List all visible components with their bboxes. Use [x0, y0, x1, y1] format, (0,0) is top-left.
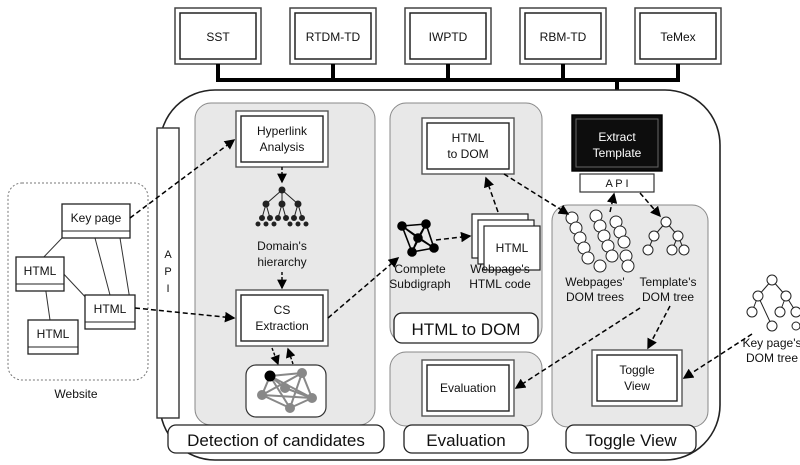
arrow-trees-to-extract-api	[606, 192, 618, 213]
algorithm-box-rtdm-td: RTDM-TD	[289, 7, 377, 65]
html-page-box: HTML	[27, 319, 79, 355]
html-page-box: HTML	[84, 294, 136, 330]
templates-dom-tree-label: Template's	[640, 275, 697, 289]
extract-template-api-label: A P I	[605, 178, 628, 190]
html-to-dom-box: HTML to DOM	[421, 117, 515, 175]
html-page-label: HTML	[37, 327, 70, 341]
algorithm-label: TeMex	[660, 30, 695, 44]
arrow-keypage-to-hyperlink	[129, 139, 236, 219]
html-to-dom-box-label: to DOM	[447, 147, 488, 161]
algorithm-box-sst: SST	[174, 7, 262, 65]
algorithm-label: RTDM-TD	[306, 30, 361, 44]
key-page-label: Key page	[71, 211, 122, 225]
html-to-dom-box-label: HTML	[452, 131, 485, 145]
key-page-dom-tree-label: Key page's	[743, 336, 800, 350]
api-vertical-bar	[156, 127, 180, 419]
cs-extraction-label: Extraction	[255, 319, 308, 333]
detection-title-box	[167, 424, 385, 454]
html-page-label: HTML	[24, 264, 57, 278]
algorithm-bus	[216, 64, 680, 106]
evaluation-title: Evaluation	[426, 431, 505, 450]
detection-title: Detection of candidates	[187, 431, 365, 450]
webpages-dom-trees-label: Webpages'	[565, 275, 624, 289]
hyperlink-analysis-label: Analysis	[260, 140, 305, 154]
evaluation-box-label: Evaluation	[440, 381, 496, 395]
arrow-html-to-dom-to-webpages-trees	[503, 173, 570, 215]
extract-template-label: Extract	[598, 130, 636, 144]
arrow	[286, 347, 296, 365]
algorithm-box-temex: TeMex	[634, 7, 722, 65]
toggle-view-box: Toggle View	[591, 349, 683, 407]
webpages-html-code-label: Webpage's	[470, 262, 529, 276]
domains-hierarchy-label: hierarchy	[257, 255, 306, 269]
extract-template-api-bar	[579, 173, 655, 193]
algorithm-label: RBM-TD	[540, 30, 587, 44]
hyperlink-analysis-label: Hyperlink	[257, 124, 308, 138]
arrow-cs-to-subdigraph	[327, 257, 400, 319]
website-label: Website	[54, 387, 97, 401]
html-to-dom-title: HTML to DOM	[412, 320, 521, 339]
arrow-api-to-template-tree	[639, 192, 661, 218]
complete-subdigraph-label: Subdigraph	[389, 277, 450, 291]
api-letter: I	[166, 283, 169, 295]
key-page-dom-tree-icon	[746, 274, 800, 332]
cs-extraction-label: CS	[274, 303, 291, 317]
extract-template-label: Template	[593, 146, 642, 160]
network-graph-icon	[257, 368, 317, 413]
html-page-label: HTML	[94, 302, 127, 316]
domains-hierarchy-label: Domain's	[257, 239, 307, 253]
webpages-dom-trees-icon	[565, 209, 635, 273]
key-page-box: Key page	[61, 203, 131, 239]
algorithm-label: IWPTD	[429, 30, 468, 44]
toggle-view-title: Toggle View	[585, 431, 677, 450]
algorithm-box-iwptd: IWPTD	[404, 7, 492, 65]
evaluation-title-box	[403, 424, 529, 454]
hierarchy-tree-icon	[255, 186, 309, 227]
toggle-view-title-box	[565, 424, 697, 454]
html-to-dom-title-box	[393, 312, 539, 344]
webpages-dom-trees-label: DOM trees	[566, 290, 624, 304]
api-letter: A	[164, 249, 172, 261]
hyperlink-analysis-box: Hyperlink Analysis	[235, 110, 329, 168]
arrow-website-to-cs-extraction	[134, 307, 236, 323]
algorithm-box-rbm-td: RBM-TD	[519, 7, 607, 65]
arrow-key-dom-to-toggle	[682, 333, 753, 379]
complete-subdigraph-label: Complete	[394, 262, 446, 276]
algorithm-label: SST	[206, 30, 230, 44]
templates-dom-tree-label: DOM tree	[642, 290, 694, 304]
html-page-stack: HTML	[471, 213, 541, 271]
toggle-view-box-label: Toggle	[619, 363, 655, 377]
evaluation-box: Evaluation	[421, 359, 515, 417]
api-letter: P	[164, 266, 171, 278]
key-page-dom-tree-label: DOM tree	[746, 351, 798, 365]
arrow-template-tree-to-evaluation	[514, 307, 641, 389]
arrow	[270, 347, 280, 366]
html-page-box: HTML	[15, 256, 65, 292]
webpages-html-code-label: HTML code	[469, 277, 531, 291]
complete-subdigraph-icon	[397, 219, 439, 257]
arrow-stack-to-html-to-dom	[484, 176, 499, 213]
extract-template-box: Extract Template	[571, 114, 663, 172]
template-dom-tree-icon	[642, 216, 690, 256]
arrow-subdigraph-to-stack	[435, 231, 472, 243]
html-stack-label: HTML	[496, 241, 529, 255]
cs-extraction-box: CS Extraction	[235, 289, 329, 347]
toggle-view-box-label: View	[624, 379, 650, 393]
